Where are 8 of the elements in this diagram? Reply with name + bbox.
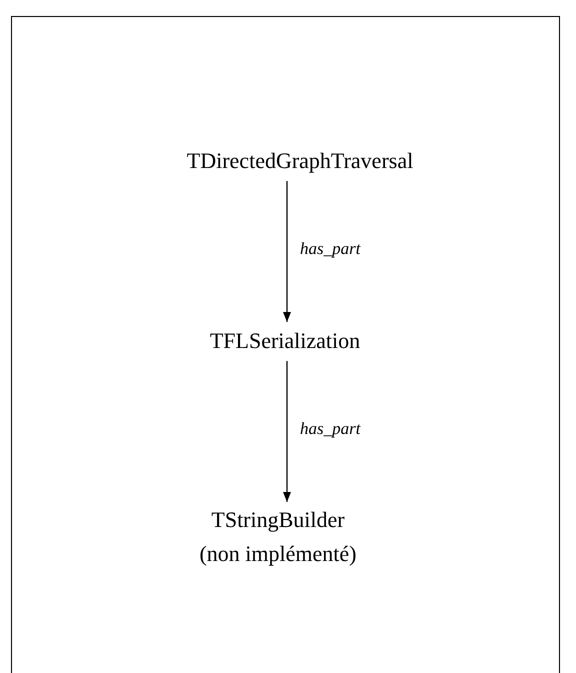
edge-label: has_part: [299, 239, 362, 259]
node-label: TStringBuilder: [211, 506, 345, 534]
node-label: TDirectedGraphTraversal: [186, 147, 414, 175]
edge-label: has_part: [299, 419, 362, 439]
arrow: [283, 361, 291, 502]
node-label: (non implémenté): [199, 540, 356, 568]
arrow: [283, 181, 291, 322]
node-label: TFLSerialization: [210, 327, 360, 355]
